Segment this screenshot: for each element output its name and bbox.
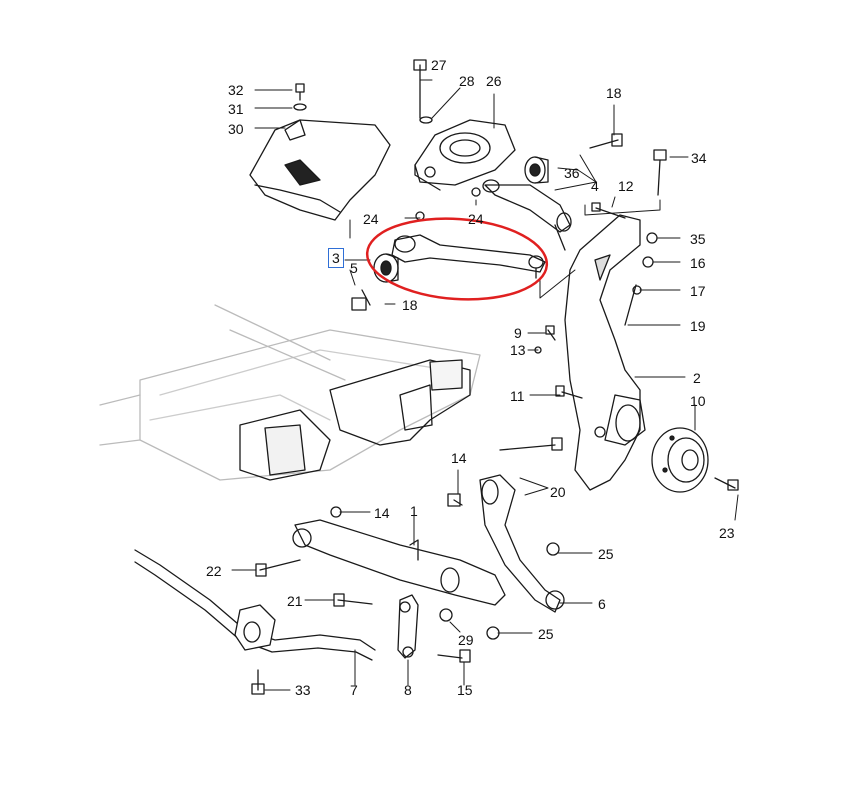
callout-2: 2	[693, 370, 701, 386]
callout-1: 1	[410, 503, 418, 519]
splash-shield	[249, 119, 391, 221]
callout-32: 32	[228, 82, 244, 98]
callout-19: 19	[690, 318, 706, 334]
callout-35: 35	[690, 231, 706, 247]
bushing-36	[524, 156, 549, 184]
highlight-ellipse	[365, 217, 549, 301]
callout-8: 8	[404, 682, 412, 698]
callout-26: 26	[486, 73, 502, 89]
callout-20: 20	[550, 484, 566, 500]
callout-9: 9	[514, 325, 522, 341]
callout-5: 5	[350, 260, 358, 276]
bushing-5	[373, 253, 399, 283]
callout-33: 33	[295, 682, 311, 698]
callout-34: 34	[691, 150, 707, 166]
callout-11: 11	[510, 388, 525, 404]
callout-24-right: 24	[468, 211, 484, 227]
callout-16: 16	[690, 255, 706, 271]
coupling-rod	[397, 594, 419, 659]
callout-3-selected[interactable]: 3	[328, 248, 344, 268]
callout-21: 21	[287, 593, 303, 609]
callout-22: 22	[206, 563, 222, 579]
callout-25-top: 25	[598, 546, 614, 562]
callout-23: 23	[719, 525, 735, 541]
callout-14-mid: 14	[451, 450, 467, 466]
callout-30: 30	[228, 121, 244, 137]
callout-18-top: 18	[606, 85, 622, 101]
callout-28: 28	[459, 73, 475, 89]
callout-36: 36	[564, 165, 580, 181]
callout-27: 27	[431, 57, 447, 73]
callout-18-left: 18	[402, 297, 418, 313]
leader-lines	[231, 79, 739, 691]
callout-6: 6	[598, 596, 606, 612]
fasteners	[251, 59, 739, 695]
stabilizer-bar	[134, 549, 376, 661]
upper-arm-front	[391, 234, 546, 279]
callout-29: 29	[458, 632, 474, 648]
wheel-carrier	[564, 214, 646, 491]
callout-12: 12	[618, 178, 634, 194]
callout-4: 4	[591, 178, 599, 194]
callout-14-left: 14	[374, 505, 390, 521]
callout-25-bottom: 25	[538, 626, 554, 642]
wheel-hub	[651, 427, 709, 493]
strut-mount	[414, 119, 516, 191]
callout-10: 10	[690, 393, 706, 409]
tension-strut	[479, 474, 565, 613]
subframe	[99, 304, 481, 481]
callout-7: 7	[350, 682, 358, 698]
callout-24-left: 24	[363, 211, 379, 227]
callout-31: 31	[228, 101, 244, 117]
callout-13: 13	[510, 342, 526, 358]
upper-arm-rear	[482, 179, 572, 251]
lower-control-arm	[292, 519, 506, 606]
callout-15: 15	[457, 682, 473, 698]
callout-17: 17	[690, 283, 706, 299]
